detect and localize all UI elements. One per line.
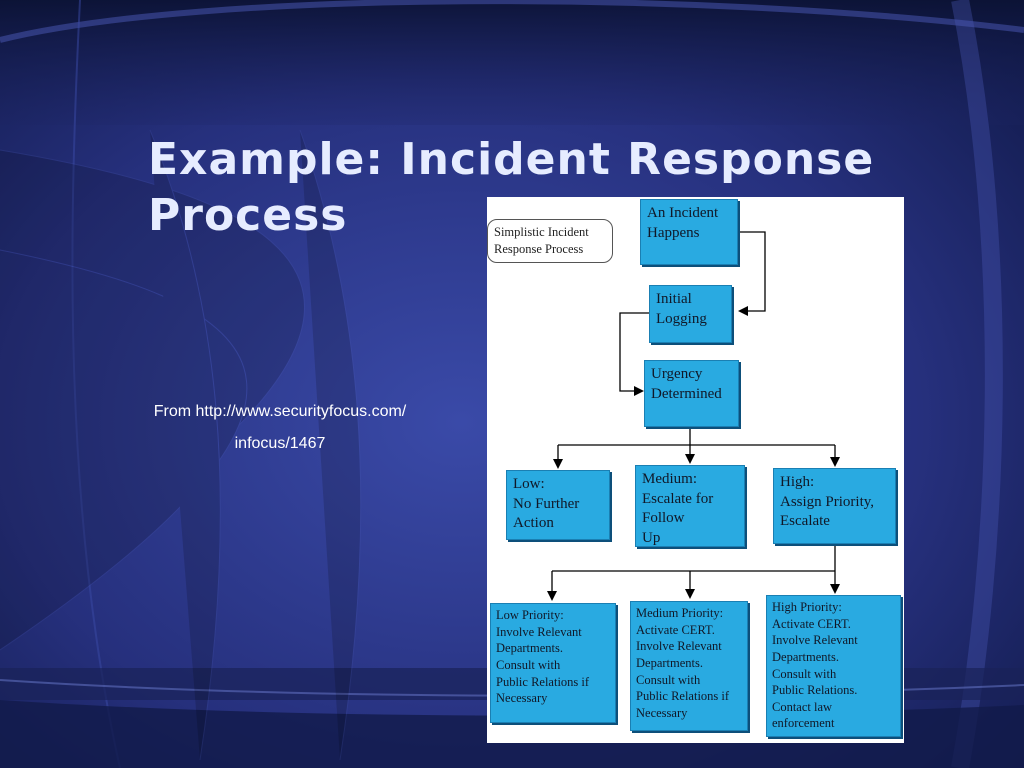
- connector-incident-to-logging: [738, 231, 766, 316]
- diagram-legend: Simplistic Incident Response Process: [487, 219, 613, 263]
- slide-title-line1: Example: Incident Response: [148, 134, 875, 185]
- node-low-priority-line: Public Relations if: [496, 674, 590, 689]
- node-logging-line: Initial: [656, 291, 692, 307]
- source-line1: From http://www.securityfocus.com/: [153, 403, 407, 420]
- node-medium: Medium: Escalate for Follow Up: [635, 465, 745, 547]
- node-low-line: Low:: [513, 476, 545, 492]
- flowchart-connectors: [547, 231, 840, 601]
- node-medium-line: Follow: [642, 510, 685, 526]
- node-low-priority-line: Departments.: [496, 641, 563, 656]
- node-medium-priority-line: Public Relations if: [636, 689, 730, 704]
- node-low-priority-line: Consult with: [496, 657, 561, 672]
- node-medium-priority-line: Activate CERT.: [636, 622, 715, 637]
- node-low-priority: Low Priority: Involve Relevant Departmen…: [490, 603, 616, 723]
- node-medium-priority-line: Consult with: [636, 672, 701, 687]
- node-medium-priority-line: Departments.: [636, 655, 703, 670]
- node-high: High: Assign Priority, Escalate: [773, 468, 896, 544]
- node-high-priority-line: Departments.: [772, 649, 839, 664]
- node-incident-line: An Incident: [647, 205, 719, 221]
- node-low-priority-line: Necessary: [496, 691, 548, 706]
- node-high-priority-line: Consult with: [772, 666, 837, 681]
- node-medium-line: Up: [642, 529, 661, 546]
- slide-title-line2: Process: [148, 190, 348, 241]
- node-low-line: No Further: [513, 495, 580, 512]
- node-high-priority-line: enforcement: [772, 716, 835, 731]
- slide-title: Example: Incident Response Process: [148, 132, 988, 244]
- node-medium-priority-line: Involve Relevant: [636, 639, 722, 654]
- node-low-priority-line: Involve Relevant: [496, 624, 582, 639]
- node-high-priority-line: Involve Relevant: [772, 633, 858, 648]
- node-urgency-line: Urgency: [651, 366, 703, 382]
- node-medium-priority-line: Medium Priority:: [636, 606, 724, 620]
- node-low-line: Action: [513, 515, 554, 531]
- node-high-line: High:: [780, 474, 815, 490]
- node-logging-line: Logging: [656, 310, 707, 327]
- node-urgency-line: Determined: [651, 385, 722, 402]
- node-initial-logging: Initial Logging: [649, 285, 732, 343]
- node-low-priority-line: Low Priority:: [496, 608, 564, 622]
- legend-line: Simplistic Incident: [494, 225, 589, 239]
- node-incident: An Incident Happens: [640, 199, 738, 265]
- node-high-line: Assign Priority,: [780, 493, 875, 510]
- node-medium-priority: Medium Priority: Activate CERT. Involve …: [630, 601, 748, 731]
- legend-line: Response Process: [494, 242, 584, 256]
- node-medium-priority-line: Necessary: [636, 705, 688, 720]
- node-medium-line: Medium:: [642, 471, 697, 487]
- node-medium-line: Escalate for: [642, 490, 714, 507]
- node-low: Low: No Further Action: [506, 470, 610, 540]
- node-high-priority-line: Public Relations.: [772, 683, 858, 698]
- source-line2: infocus/1467: [234, 435, 326, 452]
- node-high-priority: High Priority: Activate CERT. Involve Re…: [766, 595, 901, 737]
- node-high-line: Escalate: [780, 513, 830, 529]
- node-high-priority-line: Contact law: [772, 699, 833, 714]
- node-urgency-determined: Urgency Determined: [644, 360, 739, 427]
- connector-logging-to-urgency: [619, 312, 649, 396]
- node-high-priority-line: Activate CERT.: [772, 616, 851, 631]
- flowchart-figure: Simplistic Incident Response Process An …: [487, 197, 904, 743]
- node-high-priority-line: High Priority:: [772, 600, 842, 614]
- node-incident-line: Happens: [647, 224, 700, 241]
- source-citation: From http://www.securityfocus.com/ infoc…: [110, 396, 450, 460]
